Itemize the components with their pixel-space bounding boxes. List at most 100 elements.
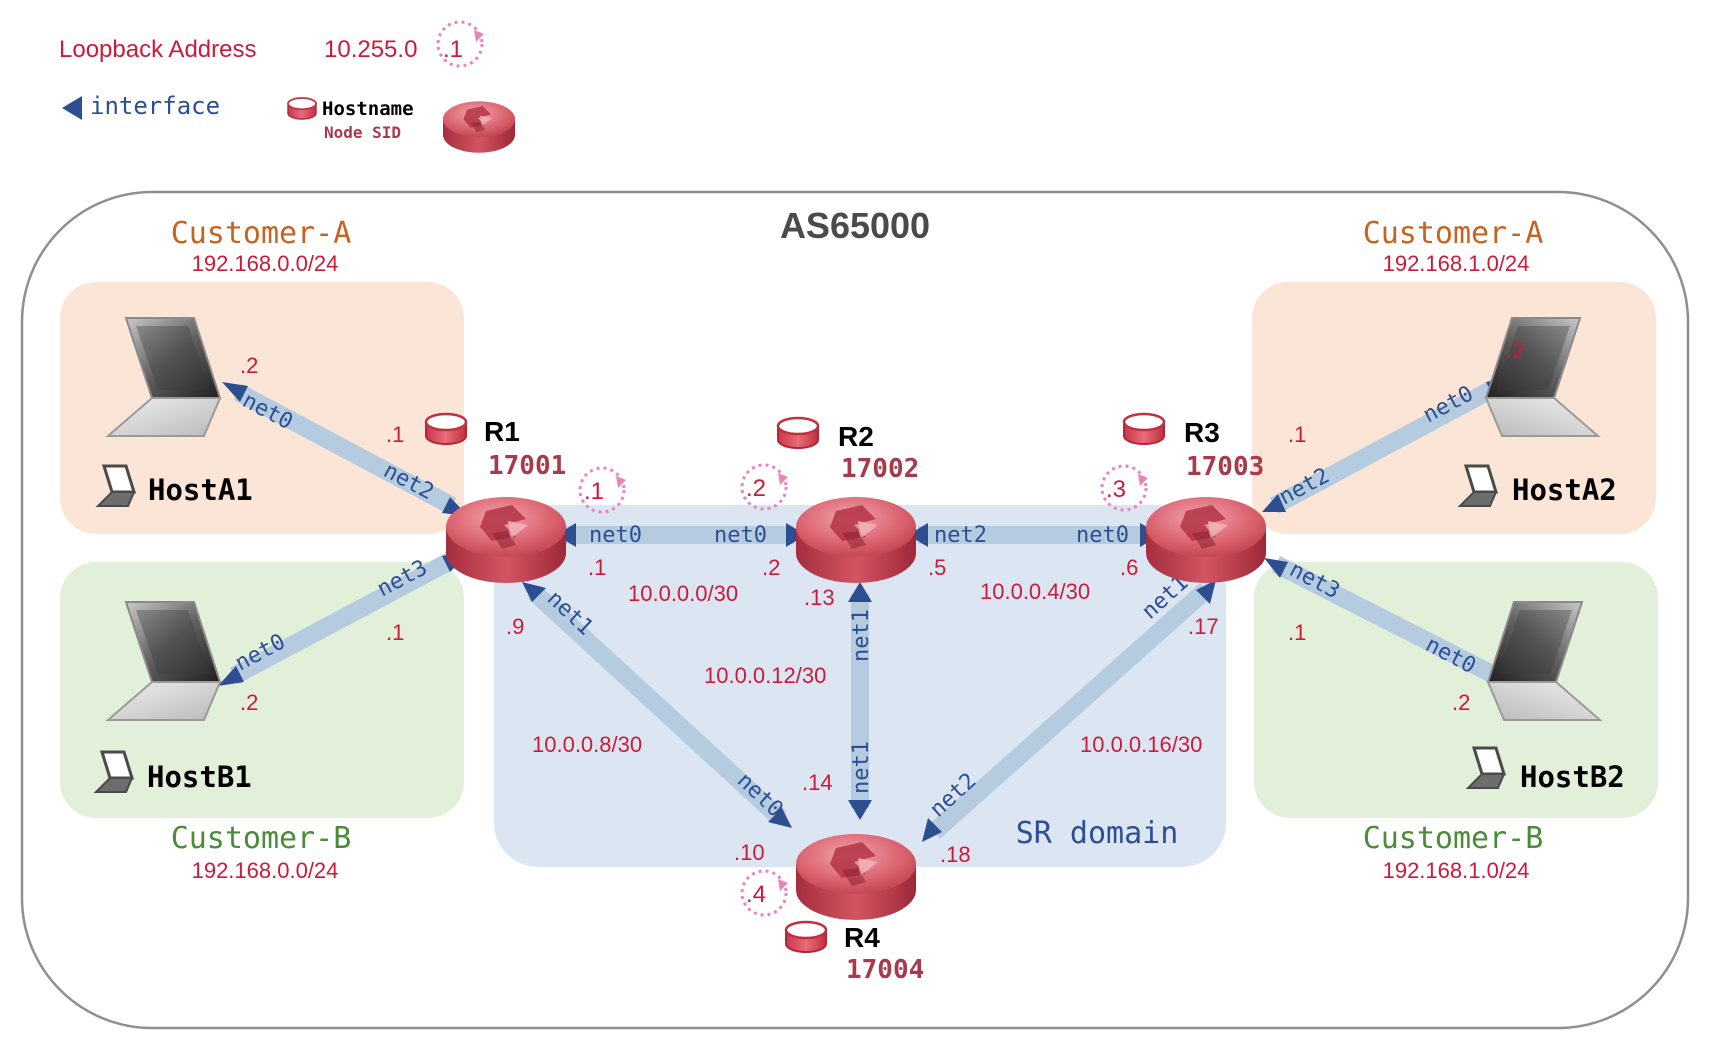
r1-loopback: .1 (584, 478, 604, 505)
arrow-r2-net2 (908, 523, 928, 547)
customer-b-right-name: Customer-B (1363, 821, 1544, 856)
r3-sid: 17003 (1186, 452, 1264, 482)
arrow-r1-net1 (522, 582, 546, 602)
r4-name: R4 (844, 922, 880, 953)
link-r3-hostb2 (1271, 555, 1505, 687)
legend-loopback-label: Loopback Address (59, 36, 256, 63)
as-label: AS65000 (780, 205, 930, 246)
arrow-r3-net1 (1196, 580, 1216, 604)
subnet-r3-r4: 10.0.0.16/30 (1080, 732, 1202, 757)
hostb1-name: HostB1 (147, 760, 252, 794)
link-r3-hosta2 (1269, 378, 1503, 514)
addr-r4-net2: .18 (940, 842, 971, 867)
subnet-r1-r4: 10.0.0.8/30 (532, 732, 642, 757)
r2-hostname-icon (776, 416, 820, 450)
legend-router-icon (443, 101, 515, 153)
r2-sid: 17002 (841, 454, 919, 484)
as-boundary (20, 190, 1690, 1030)
addr-r2-net2: .5 (928, 555, 946, 580)
r3-router-icon (1146, 497, 1266, 583)
customer-a-right-name: Customer-A (1363, 216, 1544, 251)
hostb2-name: HostB2 (1520, 760, 1625, 794)
r2-loopback-marker-icon (740, 463, 788, 511)
arrow-r4-net2 (922, 818, 942, 842)
r3-hostname-icon (1122, 412, 1166, 446)
r2-name: R2 (838, 421, 874, 452)
subnet-r1-r2: 10.0.0.0/30 (628, 581, 738, 606)
r1-loopback-arrow-icon (616, 476, 626, 488)
arrow-r2-net1 (848, 582, 872, 602)
hosta2-name: HostA2 (1512, 473, 1617, 507)
arrow-r1-net0 (556, 523, 576, 547)
addr-hosta2: .2 (1506, 338, 1524, 363)
r3-loopback-marker-icon (1100, 464, 1148, 512)
loopback-marker-icon (436, 20, 484, 68)
subnet-r2-r3: 10.0.0.4/30 (980, 579, 1090, 604)
arrow-r3-net2-right (1262, 494, 1286, 512)
arrow-r4-net0 (768, 808, 792, 828)
addr-hostb2: .2 (1452, 690, 1470, 715)
link-r1-r4 (527, 585, 787, 825)
addr-r1-net0: .1 (588, 555, 606, 580)
hosta1-name: HostA1 (148, 473, 253, 507)
addr-r3-hostb2: .1 (1288, 620, 1306, 645)
addr-hostb1: .2 (240, 690, 258, 715)
r3-loopback: .3 (1106, 476, 1126, 503)
legend-hostname-label: Hostname (322, 98, 414, 120)
legend-nodesid-label: Node SID (324, 123, 401, 142)
r2-loopback-arrow-icon (778, 473, 788, 485)
interface-arrow-icon (62, 96, 82, 120)
r1-hostname-icon (424, 412, 468, 446)
r3-loopback-arrow-icon (1138, 474, 1148, 486)
addr-r1-hostb1: .1 (386, 620, 404, 645)
legend-loopback-suffix: .1 (443, 36, 463, 63)
addr-hosta1: .2 (240, 353, 258, 378)
addr-r3-net1: .17 (1188, 614, 1219, 639)
r2-loopback: .2 (746, 475, 766, 502)
loopback-arrow-icon (474, 30, 484, 42)
r4-hostname-icon (784, 920, 828, 954)
addr-r3-hosta2: .1 (1288, 422, 1306, 447)
legend: Loopback Address 10.255.0 .1 interface H… (59, 20, 515, 153)
link-r3-r4 (928, 583, 1212, 839)
link-hostb1-r1 (229, 552, 457, 684)
addr-r1-hosta1: .1 (386, 422, 404, 447)
r4-loopback-marker-icon (740, 869, 788, 917)
arrow-hosta1-net0 (222, 382, 248, 402)
addr-r2-net0: .2 (762, 555, 780, 580)
customer-b-left-name: Customer-B (171, 821, 352, 856)
arrow-r4-net1 (848, 800, 872, 820)
link-hosta1-r1 (233, 384, 457, 514)
r4-loopback-arrow-icon (778, 879, 788, 891)
r1-router-icon (446, 497, 566, 583)
r1-name: R1 (484, 416, 520, 447)
customer-b-left-prefix: 192.168.0.0/24 (192, 858, 339, 883)
subnet-r2-r4: 10.0.0.12/30 (704, 663, 826, 688)
r4-sid: 17004 (846, 955, 924, 985)
customer-a-left-name: Customer-A (171, 216, 352, 251)
label-r1-net0: net0 (589, 523, 642, 548)
label-r3-net0: net0 (1076, 523, 1129, 548)
label-r4-net1: net1 (849, 741, 874, 794)
arrow-hostb1-net0 (218, 666, 244, 686)
links (229, 378, 1505, 839)
r4-loopback: .4 (746, 881, 766, 908)
label-r2-net2: net2 (934, 523, 987, 548)
addr-r4-net1: .14 (802, 770, 833, 795)
label-r2-net1: net1 (849, 609, 874, 662)
r3-name: R3 (1184, 417, 1220, 448)
addr-r4-net0: .10 (734, 840, 765, 865)
hostname-cylinder-icon (287, 97, 317, 120)
addr-r3-net0: .6 (1120, 555, 1138, 580)
r1-sid: 17001 (488, 451, 566, 481)
customer-b-right-prefix: 192.168.1.0/24 (1383, 858, 1530, 883)
arrow-r3-net3 (1264, 558, 1288, 578)
legend-loopback-prefix: 10.255.0 (324, 36, 417, 63)
r1-loopback-marker-icon (578, 466, 626, 514)
customer-a-right-prefix: 192.168.1.0/24 (1383, 251, 1530, 276)
customer-a-left-prefix: 192.168.0.0/24 (192, 251, 339, 276)
label-r2-net0: net0 (714, 523, 767, 548)
r4-router-icon (796, 834, 916, 920)
addr-r1-net1: .9 (506, 614, 524, 639)
sr-domain-label: SR domain (1016, 816, 1179, 851)
